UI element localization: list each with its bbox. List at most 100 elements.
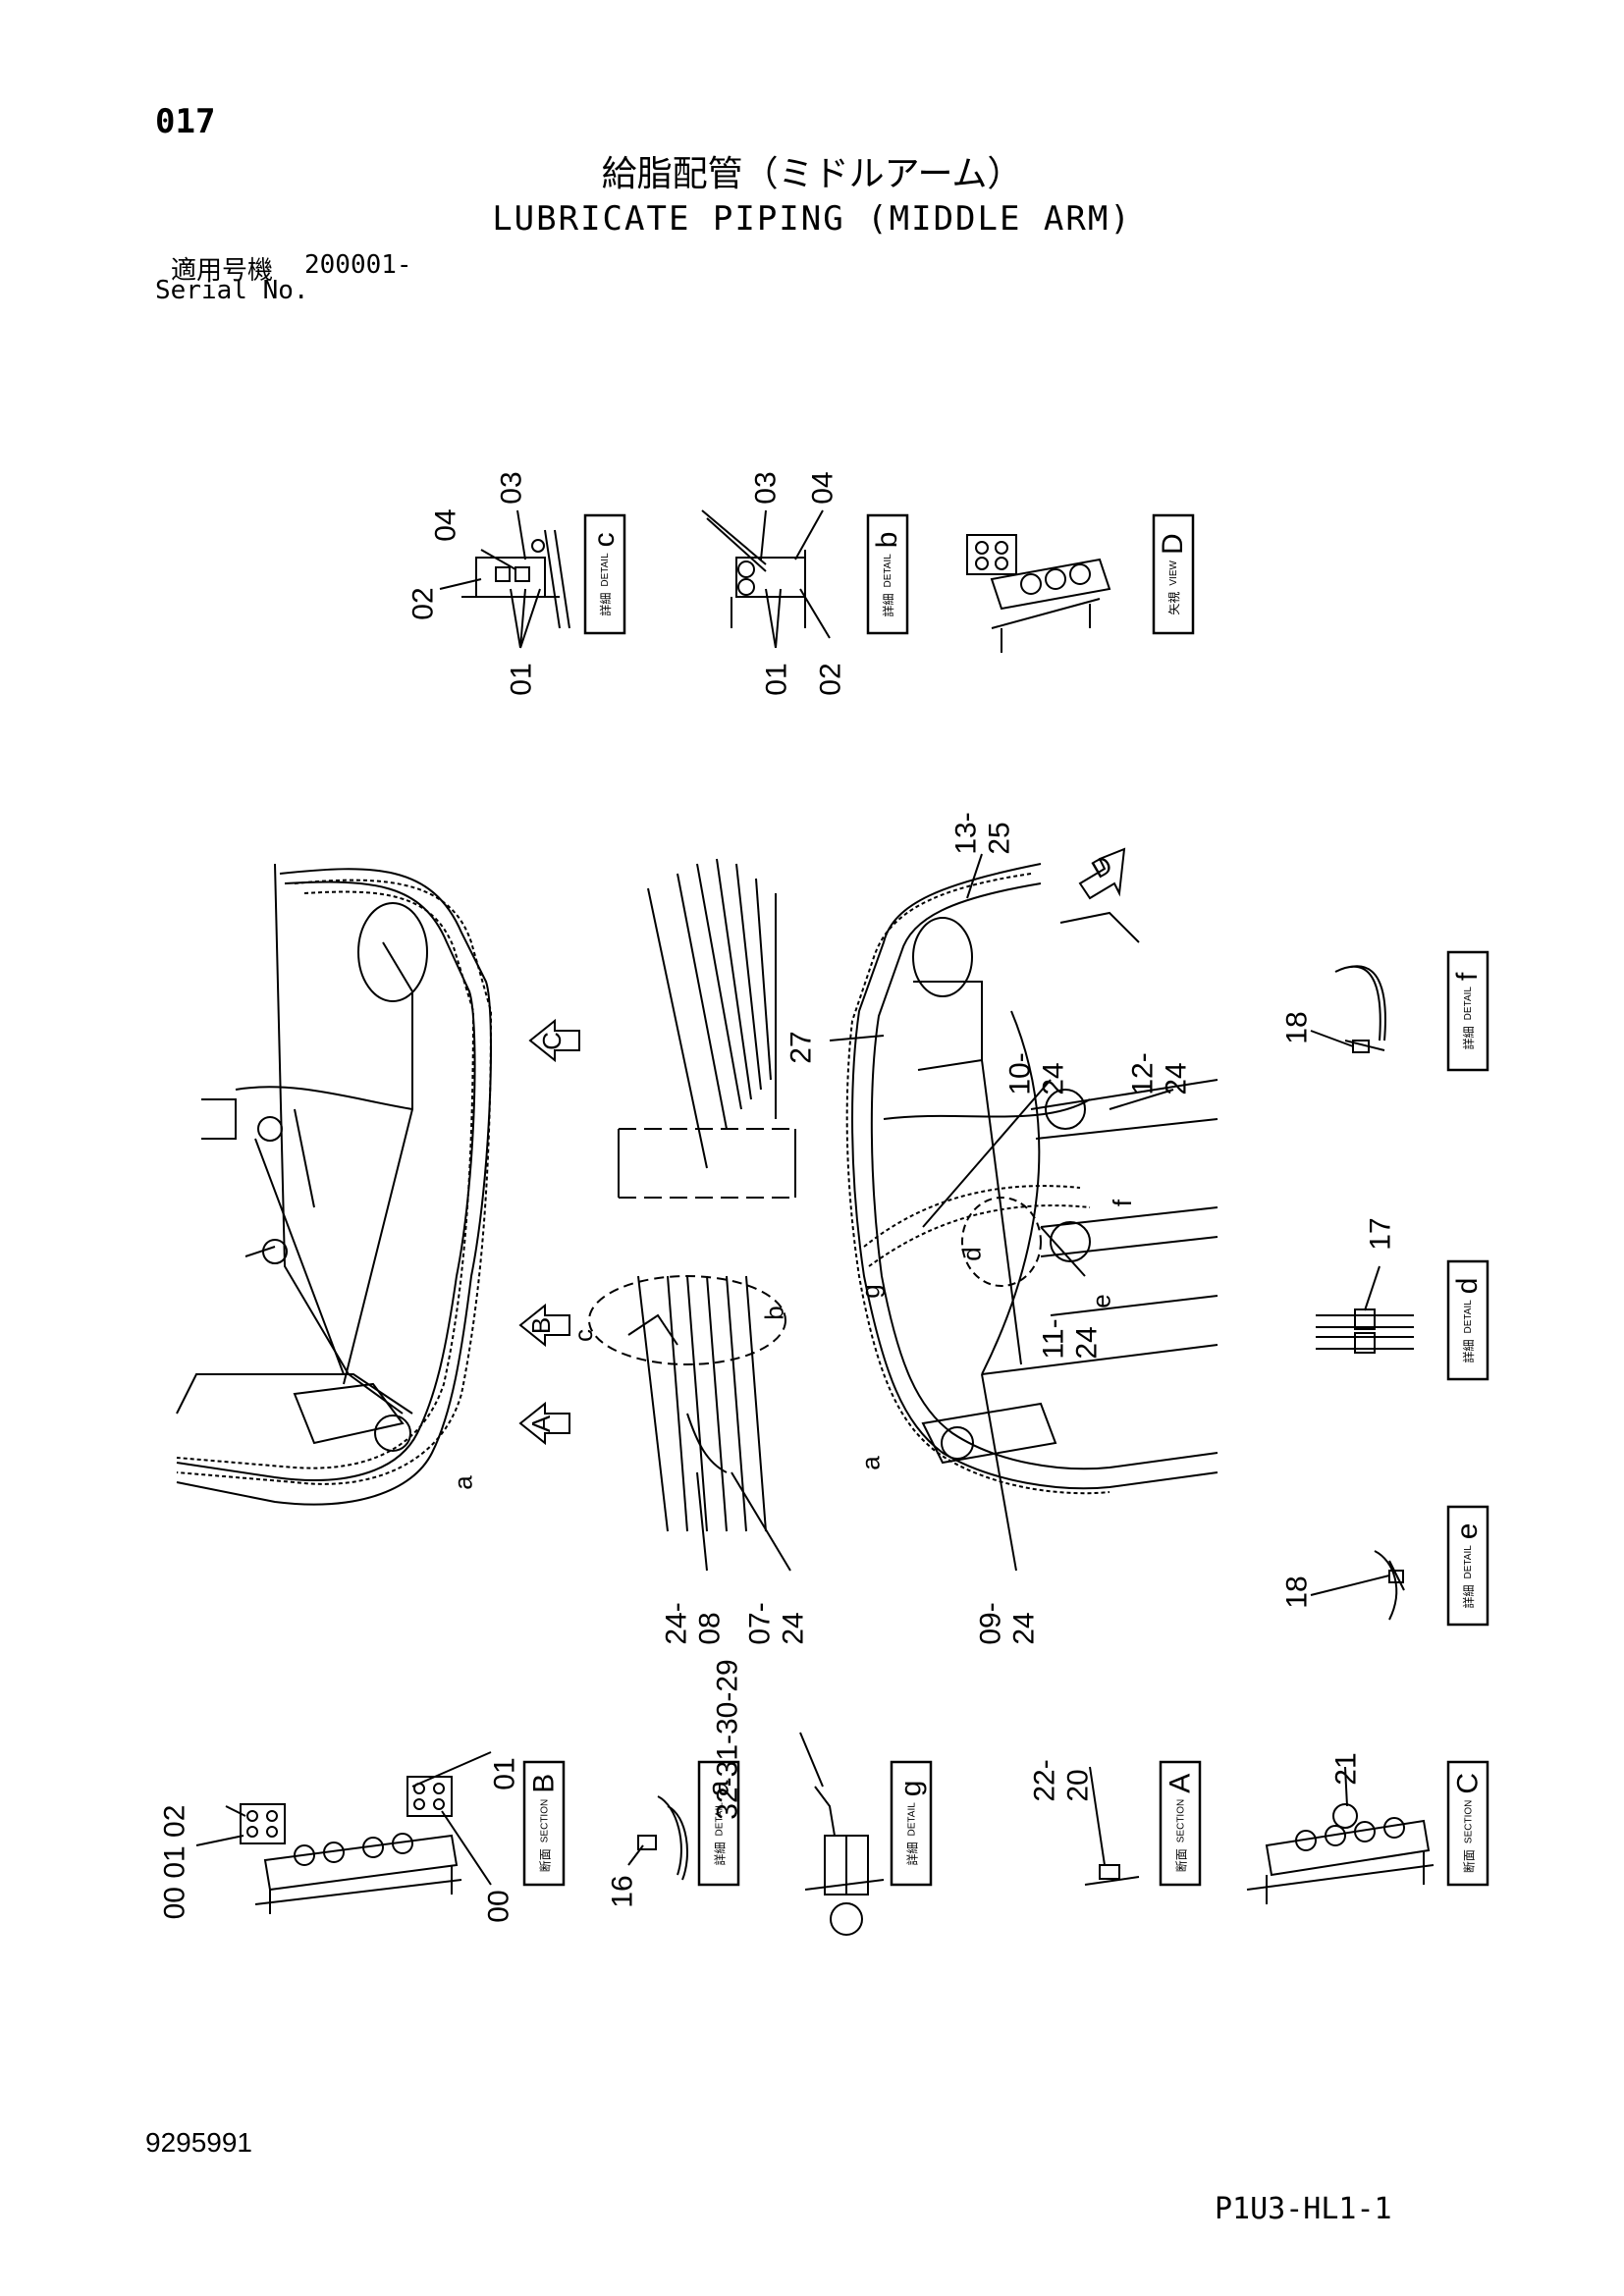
label-en: DETAIL xyxy=(906,1802,917,1837)
label-jp: 断面 xyxy=(538,1848,552,1873)
right-arm-hoses xyxy=(845,873,1110,1495)
section-B-label: 断面 SECTION B xyxy=(524,1762,564,1885)
marker-b: b xyxy=(759,1306,789,1320)
detail-e-label: 詳細 DETAIL e xyxy=(1448,1507,1488,1625)
detail-c-figure xyxy=(461,529,570,629)
callout-b-01: 01 xyxy=(760,663,793,696)
callout-07-24: 07-24 xyxy=(743,1602,810,1645)
marker-c: c xyxy=(568,1329,598,1342)
callout-11-24: 11-24 xyxy=(1037,1318,1104,1360)
label-letter: A xyxy=(1164,1773,1197,1793)
middle-arm-column xyxy=(588,858,796,1532)
label-en: DETAIL xyxy=(1462,987,1474,1021)
callout-10-24: 10-24 xyxy=(1003,1052,1070,1095)
label-en: DETAIL xyxy=(599,553,611,587)
label-letter: e xyxy=(1451,1522,1484,1540)
label-en: VIEW xyxy=(1167,561,1179,586)
page-number: 017 xyxy=(155,102,216,141)
callout-a-16: 16 xyxy=(606,1875,639,1908)
callout-B-01: 01 xyxy=(488,1757,521,1790)
label-jp: 詳細 xyxy=(598,592,613,616)
view-D-figure xyxy=(966,534,1111,653)
label-jp: 矢視 xyxy=(1166,591,1181,615)
detail-c-label: 詳細 DETAIL c xyxy=(585,515,624,633)
callout-B-00-01-02: 00 01 02 xyxy=(158,1804,191,1920)
callout-c-04: 04 xyxy=(429,508,462,542)
marker-A: A xyxy=(526,1415,557,1433)
label-letter: c xyxy=(588,532,621,548)
marker-a-left: a xyxy=(448,1475,478,1490)
detail-f-figure xyxy=(1334,965,1386,1053)
callout-a-32-29: 32-31-30-29 xyxy=(711,1659,744,1820)
detail-d-figure xyxy=(1316,1308,1414,1354)
detail-e-figure xyxy=(1374,1550,1405,1621)
view-D-label: 矢視 VIEW D xyxy=(1154,515,1193,633)
callout-b-02: 02 xyxy=(814,663,847,696)
label-letter: D xyxy=(1157,533,1189,556)
marker-g: g xyxy=(855,1284,886,1299)
label-letter: d xyxy=(1451,1277,1484,1295)
label-letter: C xyxy=(1451,1772,1485,1794)
callout-c-02: 02 xyxy=(406,587,440,620)
label-en: SECTION xyxy=(539,1798,550,1843)
right-arm-structure xyxy=(851,863,1218,1490)
detail-f-label: 詳細 DETAIL f xyxy=(1448,952,1488,1070)
label-en: SECTION xyxy=(1463,1799,1474,1844)
callout-c-03: 03 xyxy=(495,471,528,505)
section-C-figure xyxy=(1246,1803,1435,1904)
callout-A-22-20: 22-20 xyxy=(1028,1759,1095,1802)
label-jp: 詳細 xyxy=(713,1842,727,1866)
section-B-figure xyxy=(240,1776,462,1914)
label-boxes xyxy=(522,513,1489,1887)
title-english: LUBRICATE PIPING (MIDDLE ARM) xyxy=(492,199,1132,239)
detail-g-label: 詳細 DETAIL g xyxy=(892,1762,931,1885)
left-arm-hoses xyxy=(176,879,493,1485)
label-letter: B xyxy=(527,1773,561,1793)
label-jp: 断面 xyxy=(1462,1849,1476,1874)
label-en: DETAIL xyxy=(882,554,893,588)
label-jp: 詳細 xyxy=(905,1842,919,1866)
detail-d-label: 詳細 DETAIL d xyxy=(1448,1261,1488,1379)
detail-b-label: 詳細 DETAIL b xyxy=(868,515,907,633)
label-letter: f xyxy=(1451,972,1484,982)
callout-b-03: 03 xyxy=(749,471,783,505)
label-jp: 断面 xyxy=(1174,1848,1188,1873)
label-jp: 詳細 xyxy=(1461,1584,1476,1609)
callout-24-08: 24-08 xyxy=(660,1602,727,1645)
arrow-marker-D xyxy=(1078,847,1126,900)
callout-27: 27 xyxy=(785,1031,818,1064)
title-japanese: 給脂配管（ミドルアーム） xyxy=(601,154,1023,194)
callout-09-24: 09-24 xyxy=(974,1602,1041,1645)
callout-12-24: 12-24 xyxy=(1126,1052,1193,1095)
detail-g-figure xyxy=(804,1786,885,1936)
section-A-figure xyxy=(1084,1864,1140,1886)
marker-d: d xyxy=(956,1247,987,1261)
arrow-marker-A xyxy=(518,1401,570,1446)
marker-f: f xyxy=(1108,1199,1138,1207)
callout-f-18: 18 xyxy=(1280,1011,1314,1044)
section-A-label: 断面 SECTION A xyxy=(1161,1762,1200,1885)
arrow-marker-B xyxy=(518,1303,570,1348)
sheet-code: P1U3-HL1-1 xyxy=(1215,2192,1392,2226)
detail-b-figure xyxy=(701,509,806,628)
label-jp: 詳細 xyxy=(1461,1026,1476,1050)
section-C-label: 断面 SECTION C xyxy=(1448,1762,1488,1885)
callout-d-17: 17 xyxy=(1364,1217,1397,1251)
label-en: DETAIL xyxy=(1462,1545,1474,1579)
marker-B: B xyxy=(526,1316,557,1335)
label-letter: b xyxy=(871,531,903,549)
arrow-marker-C xyxy=(528,1018,580,1063)
label-jp: 詳細 xyxy=(881,593,895,617)
callout-C-21: 21 xyxy=(1329,1752,1363,1786)
label-jp: 詳細 xyxy=(1461,1339,1476,1363)
callout-B-00: 00 xyxy=(482,1890,515,1923)
label-letter: g xyxy=(894,1780,928,1797)
serial-label-english: Serial No. xyxy=(155,276,309,305)
detail-a-figure xyxy=(637,1795,688,1881)
callout-c-01: 01 xyxy=(505,663,538,696)
label-en: SECTION xyxy=(1175,1798,1186,1843)
document-number: 9295991 xyxy=(145,2127,253,2158)
left-arm-structure xyxy=(176,863,492,1506)
marker-C: C xyxy=(536,1032,567,1050)
